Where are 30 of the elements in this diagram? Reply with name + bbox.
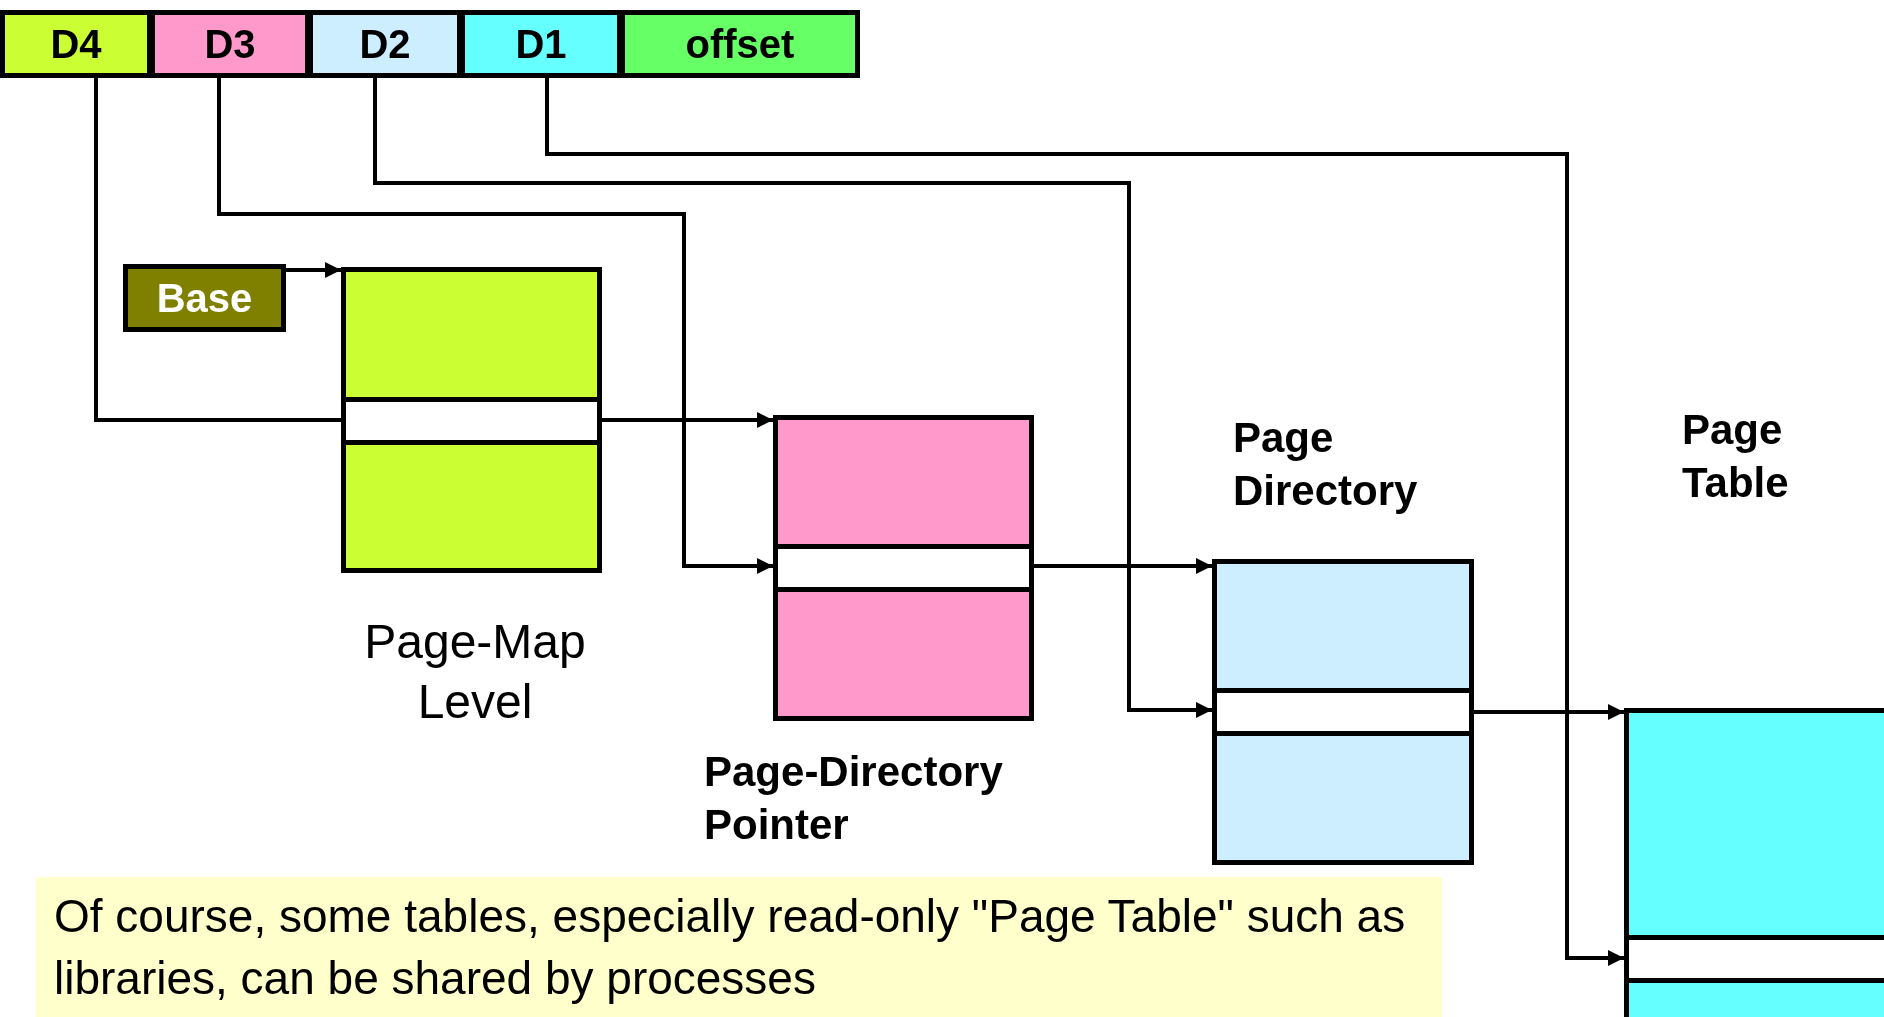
arrow: [217, 78, 773, 574]
table-box: [1624, 708, 1884, 1017]
field-label: D1: [515, 24, 567, 64]
register-label: Base: [156, 278, 253, 318]
table-caption: Page Directory: [1233, 413, 1419, 516]
table-caption: Page-Directory Pointer: [704, 747, 1004, 850]
field-label: D3: [204, 24, 256, 64]
arrow: [286, 262, 341, 278]
field-box: [620, 10, 860, 78]
connector-line: [94, 78, 341, 422]
field-box: [0, 10, 152, 78]
field-label: offset: [685, 24, 795, 64]
note-text: Of course, some tables, especially read-only "Page Table" such as libraries, can be shared by processes: [54, 889, 1407, 1006]
arrow: [545, 78, 1624, 966]
table-caption: Page-Map Level: [363, 614, 587, 730]
table-box: [341, 267, 602, 573]
field-box: [460, 10, 622, 78]
field-label: D4: [50, 24, 102, 64]
arrow: [602, 412, 773, 428]
field-box: [308, 10, 462, 78]
table-caption: Page Table: [1682, 405, 1790, 508]
arrow: [1474, 704, 1624, 720]
table-box: [773, 415, 1034, 721]
arrow: [373, 78, 1212, 718]
field-box: [150, 10, 310, 78]
arrow: [1034, 558, 1212, 574]
note-box: [36, 877, 1442, 1017]
table-box: [1212, 559, 1474, 865]
field-label: D2: [359, 24, 411, 64]
base-register-box: [123, 264, 286, 332]
